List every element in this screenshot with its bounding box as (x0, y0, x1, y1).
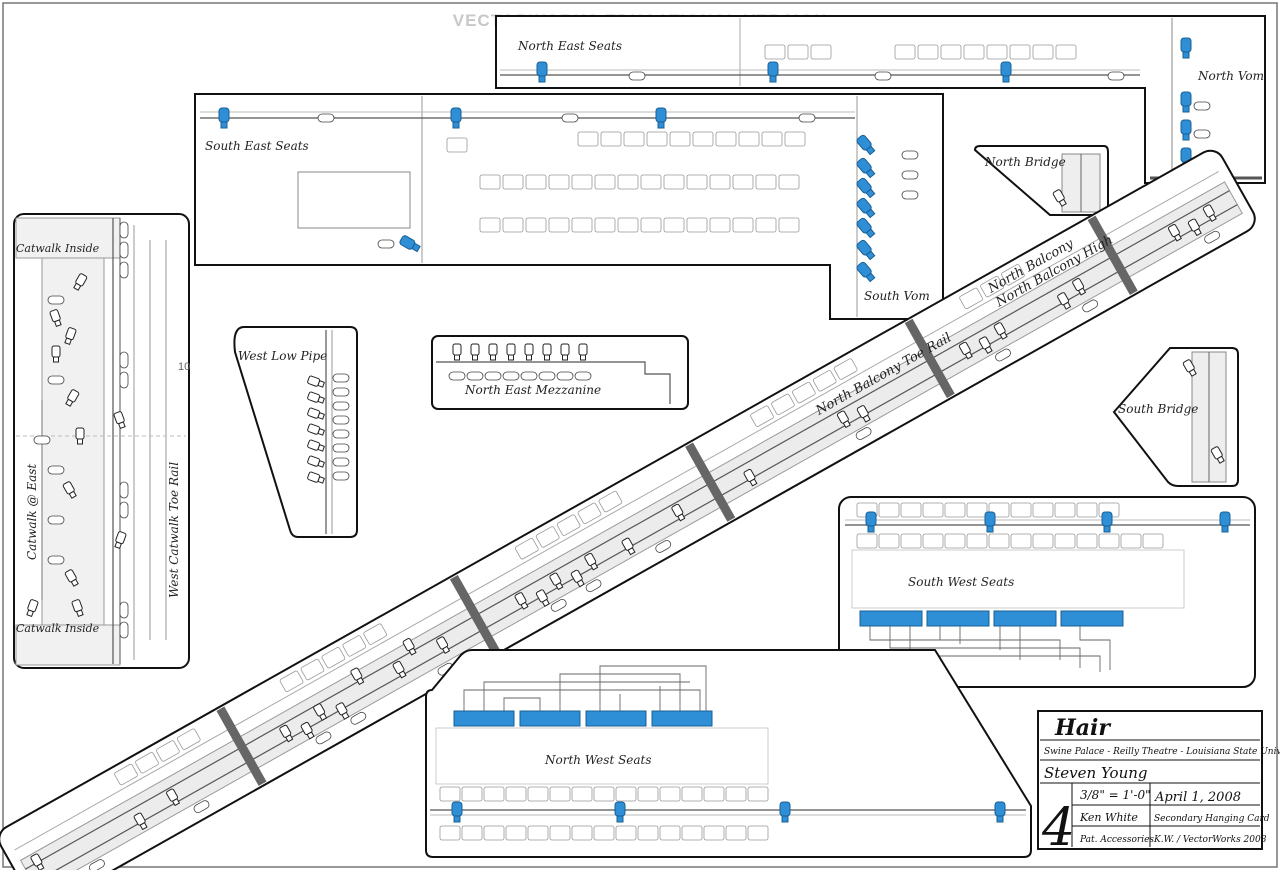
title-scale: 3/8" = 1'-0" (1080, 788, 1151, 802)
label-west-low-pipe: West Low Pipe (238, 349, 327, 363)
label-south-bridge: South Bridge (1118, 402, 1198, 416)
catwalk-area: Catwalk Inside Catwalk Inside Catwalk @ … (13, 213, 190, 669)
label-north-bridge: North Bridge (984, 155, 1066, 169)
label-south-vom: South Vom (864, 289, 930, 303)
label-catwalk-inside-top: Catwalk Inside (16, 242, 100, 255)
title-block: Hair Swine Palace - Reilly Theatre - Lou… (1037, 710, 1280, 858)
label-south-west-seats: South West Seats (908, 575, 1014, 589)
title-software: K.W. / VectorWorks 2008 (1153, 835, 1267, 845)
west-low-pipe-area: West Low Pipe (233, 326, 358, 538)
label-north-east-seats: North East Seats (517, 39, 622, 53)
south-west-seats-area: South West Seats (838, 496, 1256, 688)
north-west-seats-area: North West Seats (425, 649, 1032, 858)
label-north-east-mezzanine: North East Mezzanine (464, 383, 601, 397)
mark-10: 10 (178, 361, 190, 373)
label-north-west-seats: North West Seats (544, 753, 652, 767)
title-drawing-title: Secondary Hanging Card (1154, 814, 1270, 824)
label-north-vom: North Vom (1197, 69, 1264, 83)
title-venue: Swine Palace - Reilly Theatre - Louisian… (1044, 747, 1280, 757)
title-designer: Steven Young (1044, 764, 1148, 782)
label-catwalk-east: Catwalk @ East (25, 464, 39, 560)
title-drawn-by: Ken White (1079, 811, 1138, 824)
north-east-mezzanine-area: North East Mezzanine (431, 335, 689, 410)
south-east-seats-area: South East Seats South Vom (194, 93, 944, 320)
label-south-east-seats: South East Seats (205, 139, 309, 153)
south-bridge-area: South Bridge (1112, 347, 1239, 487)
label-west-catwalk-toe-rail: West Catwalk Toe Rail (167, 462, 181, 598)
title-assistant: Pat. Accessories (1079, 835, 1154, 845)
title-sheet-number: 4 (1041, 798, 1075, 858)
north-east-seats-area: North East Seats North Vom (495, 15, 1266, 184)
north-bridge-area: North Bridge (973, 145, 1109, 216)
north-balcony-strip: North Balcony Toe Rail North Balcony Nor… (0, 149, 1256, 870)
title-show: Hair (1054, 715, 1111, 741)
label-catwalk-inside-bottom: Catwalk Inside (16, 622, 100, 635)
title-date: April 1, 2008 (1154, 790, 1241, 805)
